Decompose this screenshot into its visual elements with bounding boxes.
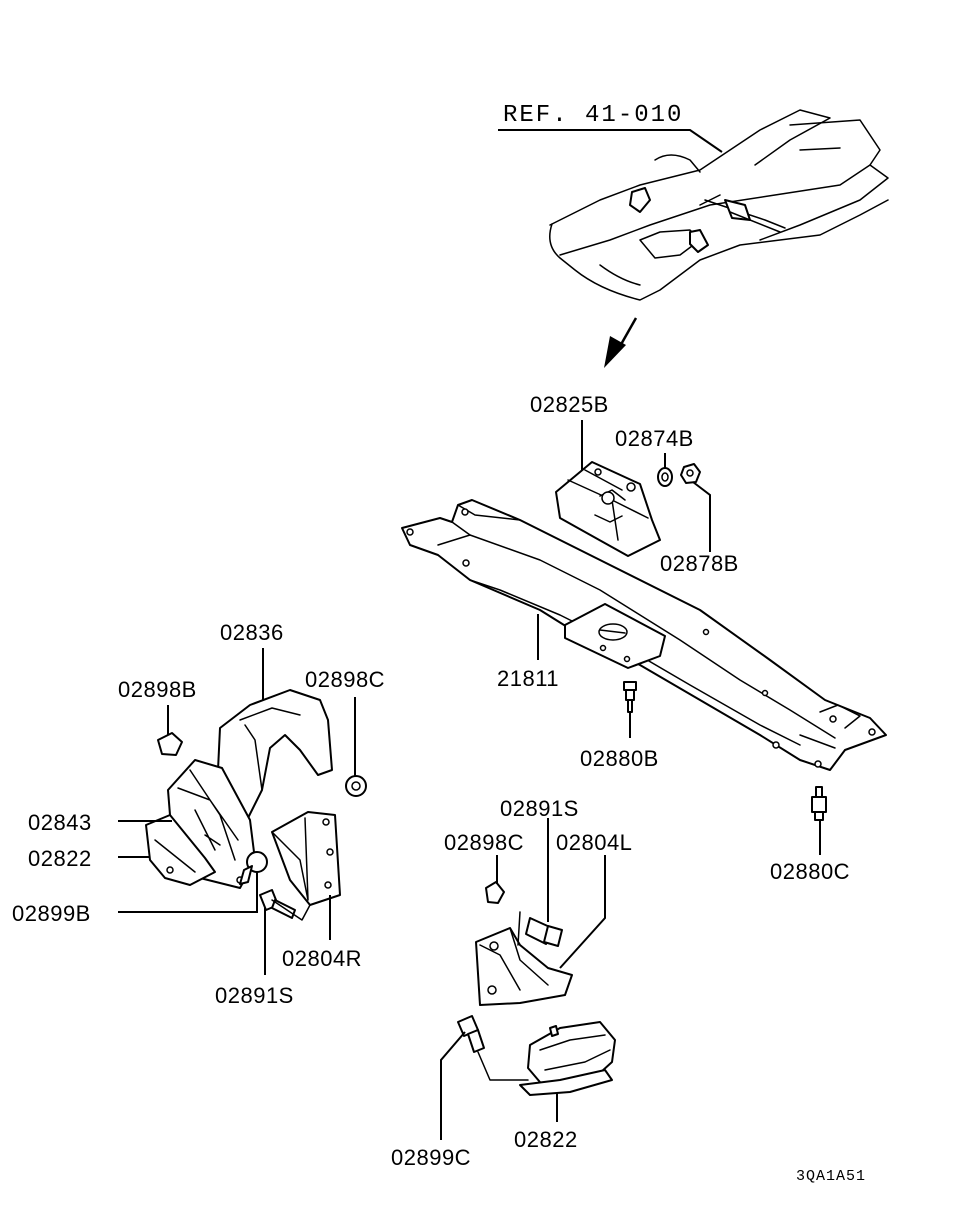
bolt-02891S-right-icon <box>525 917 563 947</box>
nut-02898B-icon <box>157 732 183 756</box>
part-label-02878B: 02878B <box>660 551 739 576</box>
part-label-21811: 21811 <box>497 666 559 691</box>
part-label-02822-left: 02822 <box>28 846 92 871</box>
part-label-02891S-left: 02891S <box>215 983 294 1008</box>
direction-arrow-icon <box>604 317 638 368</box>
installation-guide-lines <box>271 899 529 1081</box>
part-label-02899B: 02899B <box>12 901 91 926</box>
bolt-02899C-icon <box>457 1015 485 1053</box>
part-label-02874B: 02874B <box>615 426 694 451</box>
mount-02825B-illustration <box>555 461 661 557</box>
part-label-02822-right: 02822 <box>514 1127 578 1152</box>
bracket-02804L-illustration <box>475 927 573 1006</box>
reference-label: REF. 41-010 <box>503 102 683 129</box>
nut-02874B-icon <box>657 467 673 487</box>
nut-02898C-right-icon <box>485 881 505 904</box>
frame-mount-bracket-icon <box>689 229 709 253</box>
frame-mount-bracket-icon <box>724 199 751 221</box>
mount-02822-right-illustration <box>519 1021 616 1096</box>
nut-02878B-icon <box>680 463 701 484</box>
nut-02898C-left-icon <box>345 775 367 797</box>
bolt-02880B-icon <box>623 681 637 713</box>
crossmember-21811-illustration <box>401 499 887 771</box>
part-label-02899C: 02899C <box>391 1145 471 1170</box>
part-label-02880C: 02880C <box>770 859 850 884</box>
chassis-frame-illustration <box>549 109 889 301</box>
reference-leader-line <box>498 129 723 153</box>
leader-lines <box>118 420 821 1140</box>
figure-code: 3QA1A51 <box>796 1168 866 1185</box>
frame-mount-bracket-icon <box>629 187 651 213</box>
part-label-02843: 02843 <box>28 810 92 835</box>
part-label-02804L: 02804L <box>556 830 632 855</box>
pad-02822-left-illustration <box>145 814 216 886</box>
bolt-02880C-icon <box>811 786 827 821</box>
part-label-02898C-right: 02898C <box>444 830 524 855</box>
part-label-02836: 02836 <box>220 620 284 645</box>
part-label-02825B: 02825B <box>530 392 609 417</box>
part-label-02891S-right: 02891S <box>500 796 579 821</box>
part-label-02898C-left: 02898C <box>305 667 385 692</box>
part-label-02880B: 02880B <box>580 746 659 771</box>
part-label-02804R: 02804R <box>282 946 362 971</box>
part-label-02898B: 02898B <box>118 677 197 702</box>
bracket-02804R-illustration <box>271 811 341 906</box>
